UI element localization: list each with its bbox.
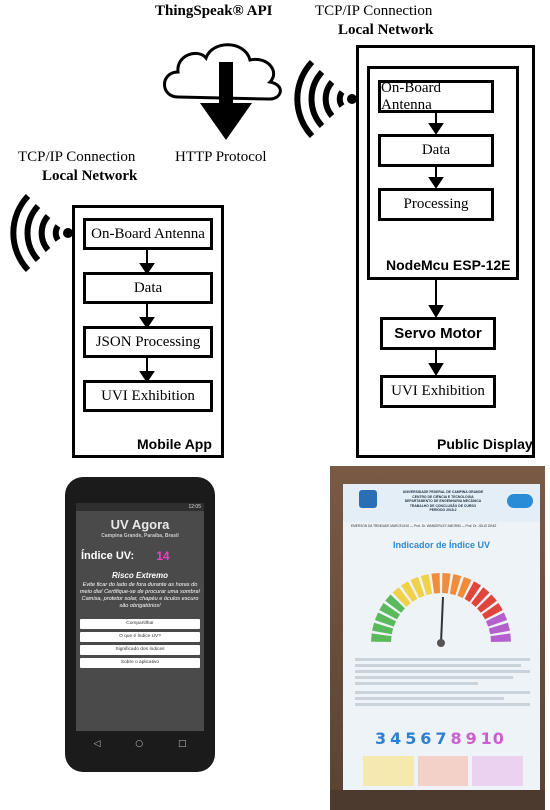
- diagram-graphics: [10, 43, 444, 383]
- gauge-segment: [477, 594, 497, 613]
- public-display-label: Public Display: [437, 436, 533, 452]
- display-network-label: Local Network: [338, 22, 434, 38]
- mobile-step-data: Data: [83, 272, 213, 304]
- display-step-processing: Processing: [378, 188, 494, 221]
- home-icon[interactable]: ○: [135, 739, 144, 749]
- display-connection-label: TCP/IP Connection: [315, 3, 433, 19]
- app-location: Campina Grande, Paraíba, Brasil: [101, 533, 179, 539]
- gauge-segment: [374, 612, 397, 627]
- uv-digit: 5: [405, 729, 418, 748]
- servo-motor-box: Servo Motor: [380, 317, 496, 350]
- gauge-needle: [440, 596, 444, 644]
- partner-logo: [507, 494, 533, 508]
- board-university-text: UNIVERSIDADE FEDERAL DE CAMPINA GRANDE C…: [402, 490, 484, 513]
- display-stand: [330, 790, 545, 810]
- index-meaning-button[interactable]: Significado dos índices: [80, 645, 200, 655]
- public-display-frame: [356, 45, 535, 458]
- gauge-segment: [488, 622, 510, 635]
- board-names: EMERSON DA TRINDADE MARCELINO — Prof. Dr…: [351, 524, 497, 528]
- gauge-segment: [490, 633, 511, 643]
- mobile-connection-label: TCP/IP Connection: [18, 149, 136, 165]
- gauge-segment: [420, 574, 433, 596]
- display-step-uvi: UVI Exhibition: [380, 375, 496, 408]
- gauge-segment: [485, 612, 508, 627]
- board-title: Indicador de Índice UV: [392, 540, 491, 550]
- mobile-flow-arrows: [139, 248, 155, 383]
- gauge-segment: [457, 576, 472, 599]
- wifi-left-icon: [10, 193, 61, 273]
- risk-level: Risco Extremo: [111, 571, 169, 580]
- app-title: UV Agora: [110, 517, 170, 532]
- mobile-app-label: Mobile App: [137, 436, 212, 452]
- board-footer-panels: [363, 756, 524, 786]
- uv-digit: 10: [480, 729, 505, 748]
- uv-digit: 4: [390, 729, 403, 748]
- risk-advice: Evite ficar do lado de fora durante as h…: [79, 582, 201, 609]
- uv-digit: 7: [435, 729, 448, 748]
- gauge-segment: [392, 587, 411, 607]
- gauge-segment: [471, 587, 490, 607]
- display-step-data: Data: [378, 134, 494, 167]
- gauge-segment: [372, 622, 394, 635]
- gauge-segment: [385, 594, 405, 613]
- back-icon[interactable]: ◁: [93, 739, 101, 749]
- display-flow-arrows: [428, 112, 444, 376]
- recents-icon[interactable]: □: [178, 739, 187, 749]
- uv-index-row: Índice UV: 14: [76, 549, 204, 563]
- display-board: UNIVERSIDADE FEDERAL DE CAMPINA GRANDE C…: [343, 484, 540, 798]
- what-is-uv-button[interactable]: O que é Índice UV?: [80, 632, 200, 642]
- phone-nav-bar: ◁ ○ □: [76, 731, 204, 757]
- mobile-step-json: JSON Processing: [83, 326, 213, 358]
- uv-digit-row: 3 4 5 6 7 8 9 10: [375, 729, 505, 748]
- gauge-segment: [400, 581, 418, 602]
- status-bar: 12:05: [76, 503, 204, 511]
- nodemcu-frame: [367, 66, 519, 280]
- uv-digit: 3: [375, 729, 388, 748]
- gauge-segment: [482, 602, 503, 620]
- mobile-step-antenna: On-Board Antenna: [83, 218, 213, 250]
- http-protocol-label: HTTP Protocol: [175, 149, 267, 165]
- about-app-button[interactable]: Sobre o aplicativo: [80, 658, 200, 668]
- board-description: [355, 658, 530, 709]
- mobile-app-frame: [72, 205, 224, 458]
- uv-index-value: 14: [156, 549, 170, 563]
- gauge-segment: [449, 574, 462, 596]
- gauge-segment: [464, 581, 482, 602]
- gauge-segment: [371, 633, 392, 643]
- phone-screen: 12:05 UV Agora Campina Grande, Paraíba, …: [76, 503, 204, 731]
- gauge-segment: [379, 602, 400, 620]
- display-step-antenna: On-Board Antenna: [378, 80, 494, 113]
- mobile-step-uvi: UVI Exhibition: [83, 380, 213, 412]
- wifi-right-icon: [294, 59, 345, 139]
- nodemcu-label: NodeMcu ESP-12E: [386, 257, 511, 273]
- uv-digit: 6: [420, 729, 433, 748]
- uv-gauge: [371, 573, 511, 647]
- university-logo: [359, 490, 377, 508]
- uv-digit: 8: [450, 729, 463, 748]
- api-title: ThingSpeak® API: [155, 3, 273, 19]
- gauge-segment: [441, 573, 451, 594]
- mobile-network-label: Local Network: [42, 168, 138, 184]
- uv-digit: 9: [465, 729, 478, 748]
- gauge-hub: [437, 639, 445, 647]
- share-button[interactable]: Compartilhar: [80, 619, 200, 629]
- uv-index-label: Índice UV:: [81, 550, 135, 562]
- gauge-segment: [410, 576, 425, 599]
- gauge-segment: [431, 573, 441, 594]
- cloud-down-arrow: [200, 62, 252, 140]
